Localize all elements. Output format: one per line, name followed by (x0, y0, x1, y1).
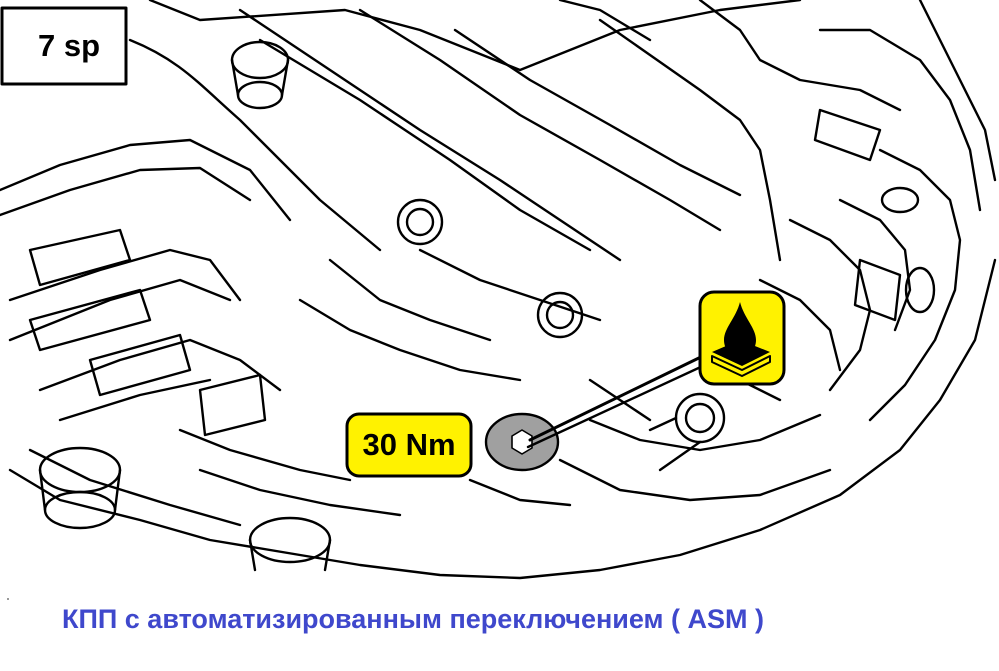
bolt-head (545, 300, 575, 330)
oil-drop-on-tray-icon (698, 290, 786, 386)
callout-leader-line (526, 353, 707, 449)
scan-dot (7, 598, 9, 600)
drain-plug (484, 412, 560, 472)
bolt-head (684, 402, 716, 434)
bolt-head (38, 446, 122, 494)
bolt-head (536, 291, 584, 339)
gearbox-label: 7 sp (37, 28, 101, 63)
caption-text: КПП с автоматизированным переключением (… (62, 604, 765, 634)
bolt-head (396, 198, 444, 246)
bolt-head (230, 40, 290, 80)
gearbox-label-box (0, 6, 128, 86)
bolt-heads (38, 40, 936, 572)
bolt-head (904, 266, 936, 314)
bolt-head (43, 490, 117, 530)
bolt-head (405, 207, 435, 237)
housing-ribs (28, 108, 902, 437)
gearbox-housing (0, 0, 997, 580)
bolt-head (248, 516, 332, 564)
bolt-head (236, 80, 284, 110)
torque-label: 30 Nm (362, 427, 456, 462)
bolt-head (880, 186, 920, 214)
torque-callout-box (345, 412, 473, 478)
gearbox-line-drawing (0, 0, 997, 580)
bolt-head (674, 392, 726, 444)
